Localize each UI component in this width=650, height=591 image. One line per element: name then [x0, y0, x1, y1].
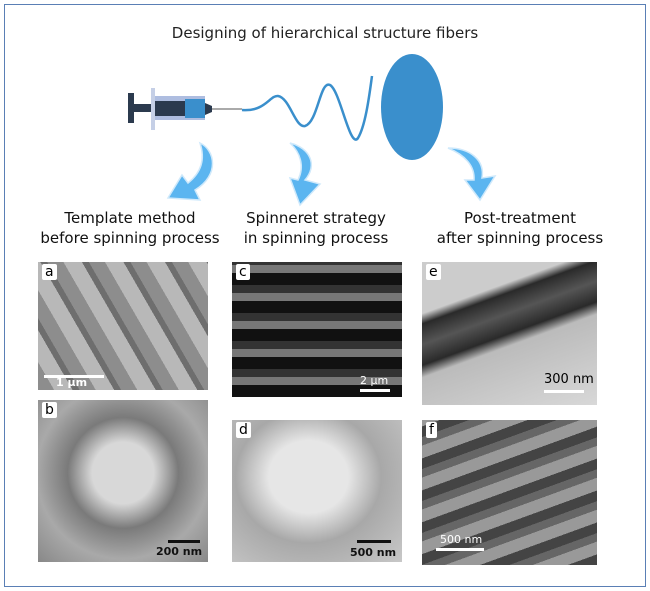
- caption-line: Spinneret strategy: [246, 209, 386, 227]
- scale-bar: [436, 548, 484, 551]
- panel-label: d: [236, 422, 251, 438]
- sem-image-f: f 500 nm: [422, 420, 597, 565]
- collector: [381, 54, 443, 160]
- scale-bar: [357, 540, 391, 543]
- figure-title: Designing of hierarchical structure fibe…: [171, 24, 479, 42]
- sem-image-b: b 200 nm: [38, 400, 208, 562]
- panel-label: e: [426, 264, 441, 280]
- curved-arrow-icon: [447, 147, 497, 202]
- curved-arrow-icon: [166, 141, 214, 201]
- sem-image-d: d 500 nm: [232, 420, 402, 562]
- tem-image-e: e 300 nm: [422, 262, 597, 405]
- sem-image-a: a 1 μm: [38, 262, 208, 390]
- scale-bar-label: 1 μm: [56, 376, 88, 389]
- column-caption-post-treatment: Post-treatment after spinning process: [420, 208, 620, 248]
- panel-label: c: [236, 264, 250, 280]
- scale-bar: [544, 390, 584, 393]
- scale-bar-label: 2 μm: [360, 374, 389, 387]
- sem-image-c: c 2 μm: [232, 262, 402, 397]
- scale-bar-label: 300 nm: [544, 372, 594, 387]
- caption-line: after spinning process: [436, 229, 604, 247]
- scale-bar: [360, 389, 390, 392]
- caption-line: in spinning process: [243, 229, 389, 247]
- curved-arrow-icon: [288, 142, 322, 207]
- panel-label: b: [42, 402, 57, 418]
- caption-line: Post-treatment: [463, 209, 577, 227]
- column-caption-template: Template method before spinning process: [30, 208, 230, 248]
- scale-bar: [44, 375, 104, 378]
- syringe-icon: [128, 88, 242, 130]
- scale-bar: [168, 540, 200, 543]
- figure-border: [4, 4, 646, 587]
- fiber-jet: [241, 75, 374, 141]
- scale-bar-label: 500 nm: [350, 546, 397, 559]
- column-caption-spinneret: Spinneret strategy in spinning process: [216, 208, 416, 248]
- panel-label: a: [42, 264, 57, 280]
- caption-line: Template method: [64, 209, 196, 227]
- scale-bar-label: 500 nm: [440, 533, 483, 546]
- panel-label: f: [426, 422, 437, 438]
- electrospinning-schematic: [128, 54, 497, 207]
- scale-bar-label: 200 nm: [156, 545, 203, 558]
- caption-line: before spinning process: [40, 229, 220, 247]
